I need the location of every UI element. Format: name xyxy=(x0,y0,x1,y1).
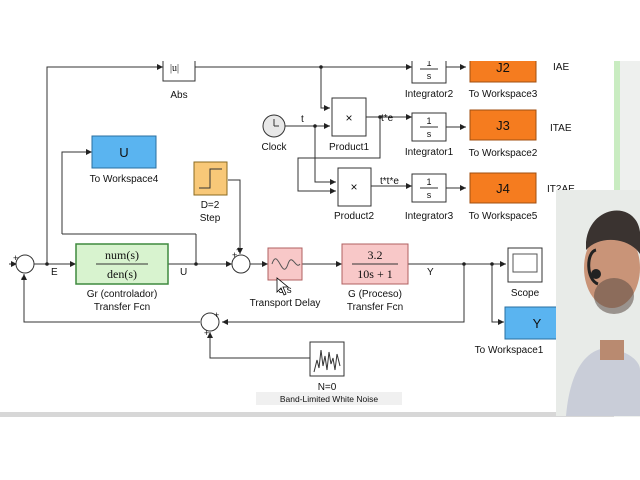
noise-label: Band-Limited White Noise xyxy=(280,394,379,404)
svg-text:−: − xyxy=(21,273,26,283)
svg-text:+: + xyxy=(232,250,237,260)
product1-label: Product1 xyxy=(329,142,369,153)
integrator3-num: 1 xyxy=(426,177,431,187)
step-param: D=2 xyxy=(201,200,220,211)
bottom-area xyxy=(0,417,640,480)
to-workspace2-block[interactable]: J3 To Workspace2 ITAE xyxy=(469,109,572,159)
noise-block[interactable]: N=0 Band-Limited White Noise xyxy=(256,341,402,405)
to-workspace3-block[interactable]: J2 To Workspace3 IAE xyxy=(469,61,570,100)
sum-blocks[interactable] xyxy=(15,254,251,332)
webcam-overlay xyxy=(556,190,640,416)
sum-block-step xyxy=(231,254,251,274)
ws4-var: U xyxy=(119,145,128,160)
svg-text:+: + xyxy=(214,310,219,320)
scope-label: Scope xyxy=(511,288,540,299)
controller-num: num(s) xyxy=(105,248,139,262)
right-green-bar xyxy=(614,61,620,201)
controller-transfer-fcn[interactable]: num(s) den(s) Gr (controlador) Transfer … xyxy=(75,243,169,313)
integrator1-label: Integrator1 xyxy=(405,147,454,158)
ws2-label: To Workspace2 xyxy=(469,148,538,159)
ws4-label: To Workspace4 xyxy=(90,174,159,185)
ws2-var: J3 xyxy=(496,118,510,133)
svg-text:+: + xyxy=(204,328,209,338)
status-separator xyxy=(0,412,614,417)
presenter-face-icon xyxy=(556,190,640,416)
ws5-label: To Workspace5 xyxy=(469,211,538,222)
to-workspace1-block[interactable]: Y To Workspace1 xyxy=(475,306,570,356)
transport-delay-block[interactable]: 3 s Transport Delay xyxy=(250,247,321,309)
ws2-signal: ITAE xyxy=(550,123,572,134)
integrator2-num: 1 xyxy=(426,61,431,68)
integrator3-label: Integrator3 xyxy=(405,211,454,222)
delay-label: Transport Delay xyxy=(250,298,321,309)
to-workspace5-block[interactable]: J4 To Workspace5 IT2AE xyxy=(469,172,575,222)
ws5-var: J4 xyxy=(496,181,510,196)
integrator1-block[interactable]: 1 s Integrator1 xyxy=(405,112,454,158)
integrator2-label: Integrator2 xyxy=(405,89,454,100)
ws3-signal: IAE xyxy=(553,62,569,73)
product2-glyph: × xyxy=(350,180,357,194)
svg-text:U: U xyxy=(180,267,187,278)
clock-block[interactable]: Clock xyxy=(261,114,287,153)
ws5-signal: IT2AE xyxy=(547,184,575,195)
noise-param: N=0 xyxy=(318,382,337,393)
integrator3-block[interactable]: 1 s Integrator3 xyxy=(405,173,454,222)
ws1-label: To Workspace1 xyxy=(475,345,544,356)
process-den: 10s + 1 xyxy=(357,267,392,281)
block-diagram: + − + + + + |u| Abs 1 s Integrator2 1 s … xyxy=(9,61,575,405)
svg-text:+: + xyxy=(236,245,241,255)
integrator3-den: s xyxy=(427,190,432,200)
integrator2-block[interactable]: 1 s Integrator2 xyxy=(405,61,454,100)
process-name: G (Proceso) xyxy=(348,289,402,300)
signal-lines xyxy=(9,64,506,359)
svg-text:Y: Y xyxy=(427,267,434,278)
svg-text:t*t*e: t*t*e xyxy=(380,176,399,187)
sum-block-main xyxy=(15,254,35,274)
to-workspace4-block[interactable]: U To Workspace4 xyxy=(90,135,159,185)
svg-text:+: + xyxy=(13,253,18,263)
controller-name: Gr (controlador) xyxy=(87,289,158,300)
integrator1-den: s xyxy=(427,129,432,139)
product1-glyph: × xyxy=(345,111,352,125)
mouse-cursor-icon xyxy=(276,277,290,296)
product1-block[interactable]: × Product1 xyxy=(329,97,369,153)
abs-block[interactable]: |u| Abs xyxy=(162,61,196,101)
ws3-var: J2 xyxy=(496,61,510,75)
signal-labels: t t*e t*t*e E U Y xyxy=(51,113,434,278)
svg-text:E: E xyxy=(51,267,58,278)
simulink-canvas[interactable]: + − + + + + |u| Abs 1 s Integrator2 1 s … xyxy=(0,61,614,417)
top-toolbar-area xyxy=(0,0,640,61)
abs-label: Abs xyxy=(170,90,187,101)
ws3-label: To Workspace3 xyxy=(469,89,538,100)
abs-glyph: |u| xyxy=(170,63,179,74)
sum-block-noise xyxy=(200,312,220,332)
controller-type: Transfer Fcn xyxy=(94,302,150,313)
step-block[interactable]: D=2 Step xyxy=(193,161,228,224)
clock-label: Clock xyxy=(261,142,287,153)
integrator1-num: 1 xyxy=(426,116,431,126)
junction-dots xyxy=(45,65,494,266)
controller-den: den(s) xyxy=(107,267,137,281)
integrator2-den: s xyxy=(427,71,432,81)
sum-signs: + − + + + + xyxy=(13,245,241,338)
scope-block[interactable]: Scope xyxy=(507,247,543,299)
step-label: Step xyxy=(200,213,221,224)
svg-text:t: t xyxy=(301,114,304,125)
process-num: 3.2 xyxy=(368,248,383,262)
svg-text:t*e: t*e xyxy=(381,113,394,124)
delay-param: 3 s xyxy=(278,285,291,296)
product2-label: Product2 xyxy=(334,211,374,222)
process-type: Transfer Fcn xyxy=(347,302,403,313)
ws1-var: Y xyxy=(533,316,542,331)
process-transfer-fcn[interactable]: 3.2 10s + 1 G (Proceso) Transfer Fcn xyxy=(341,243,409,313)
product2-block[interactable]: × Product2 xyxy=(334,167,374,222)
